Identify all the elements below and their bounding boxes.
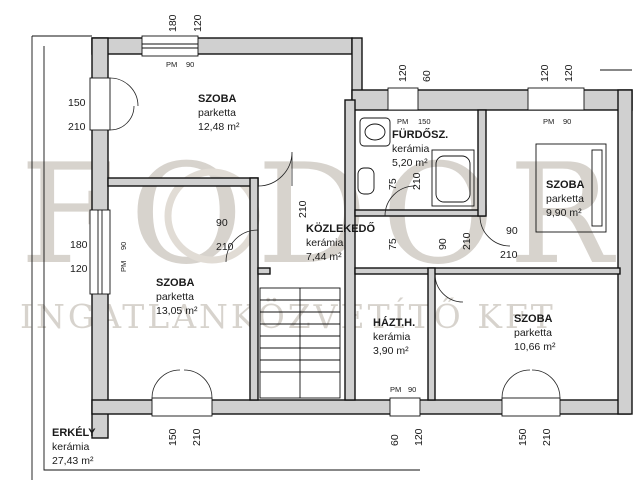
sill-top-pm: PM (166, 60, 177, 69)
dim-furdo-window-w: 120 (397, 64, 409, 82)
dim-furdo-door-w: 75 (387, 178, 399, 190)
balcony-outline (31, 35, 420, 480)
room-szoba4-name: SZOBA (514, 313, 553, 325)
dim-haztart-door-h: 210 (461, 232, 473, 250)
watermark-sub: INGATLANKÖZVETÍTŐ KFT (20, 296, 556, 336)
room-szoba1-name: SZOBA (198, 93, 237, 105)
sill-left-h: 90 (119, 242, 128, 250)
bed (535, 143, 607, 233)
dim-bottom-door-left-h: 210 (191, 428, 203, 446)
room-haztart-name: HÁZT.H. (373, 316, 415, 329)
room-szoba4-area: 10,66 m² (514, 341, 556, 353)
dim-bottom-door-right-h: 210 (541, 428, 553, 446)
dim-furdo-door-h: 210 (411, 172, 423, 190)
room-szoba3-name: SZOBA (156, 277, 195, 289)
dim-bottom-window-mid-h: 120 (413, 428, 425, 446)
interior-walls (107, 99, 621, 401)
room-kozl-name: KÖZLEKEDŐ (306, 222, 376, 235)
room-szoba2-name: SZOBA (546, 179, 585, 191)
room-erkely-area: 27,43 m² (52, 455, 94, 467)
sill-haztart-h: 90 (408, 385, 416, 394)
dimension-labels: 180 120 PM 90 150 210 120 60 PM 150 120 … (68, 14, 575, 446)
sill-furdo-h: 150 (418, 117, 431, 126)
dim-kozl-door-h: 210 (297, 200, 309, 218)
room-szoba1-floor: parketta (198, 107, 236, 119)
staircase (259, 287, 341, 399)
dim-szoba4-door-h: 210 (500, 249, 518, 261)
room-furdo-area: 5,20 m² (392, 157, 428, 169)
room-haztart-area: 3,90 m² (373, 345, 409, 357)
door-swings (109, 77, 561, 399)
dim-szoba4-door-w: 90 (506, 225, 518, 237)
room-labels: SZOBA parketta 12,48 m² FÜRDŐSZ. kerámia… (52, 93, 585, 467)
dim-bottom-door-left-w: 150 (167, 428, 179, 446)
dim-haztart-door-w: 75 (387, 238, 399, 250)
room-szoba3-area: 13,05 m² (156, 305, 198, 317)
sill-furdo-pm: PM (397, 117, 408, 126)
dim-left-door-w: 150 (68, 97, 86, 109)
room-szoba4-floor: parketta (514, 327, 552, 339)
dim-haztart-door-h2: 90 (437, 238, 449, 250)
dim-szoba2-window-w: 120 (539, 64, 551, 82)
dim-left-door-h: 210 (68, 121, 86, 133)
room-szoba2-floor: parketta (546, 193, 584, 205)
dim-bottom-door-right-w: 150 (517, 428, 529, 446)
dim-szoba2-window-h: 120 (563, 64, 575, 82)
room-kozl-floor: kerámia (306, 237, 344, 249)
room-furdo-floor: kerámia (392, 143, 430, 155)
room-haztart-floor: kerámia (373, 331, 411, 343)
room-szoba1-area: 12,48 m² (198, 121, 240, 133)
sill-left-pm: PM (119, 261, 128, 272)
watermark: FODOR INGATLANKÖZVETÍTŐ KFT (20, 134, 613, 336)
room-szoba2-area: 9,90 m² (546, 207, 582, 219)
openings (89, 35, 585, 417)
dim-szoba3-door-w: 90 (216, 217, 228, 229)
room-erkely-name: ERKÉLY (52, 426, 96, 439)
room-furdo-name: FÜRDŐSZ. (392, 128, 448, 141)
sill-szoba2-h: 90 (563, 117, 571, 126)
dim-top-window-h: 120 (192, 14, 204, 32)
dim-left-window-w: 180 (70, 239, 88, 251)
sill-szoba2-pm: PM (543, 117, 554, 126)
bathroom-fixtures (357, 117, 475, 207)
room-kozl-area: 7,44 m² (306, 251, 342, 263)
dim-furdo-window-h: 60 (421, 70, 433, 82)
sill-haztart-pm: PM (390, 385, 401, 394)
dim-left-window-h: 120 (70, 263, 88, 275)
sill-top-h: 90 (186, 60, 194, 69)
room-szoba3-floor: parketta (156, 291, 194, 303)
dim-bottom-window-mid-w: 60 (389, 434, 401, 446)
dim-top-window-w: 180 (167, 14, 179, 32)
dim-szoba3-door-h: 210 (216, 241, 234, 253)
room-erkely-floor: kerámia (52, 441, 90, 453)
